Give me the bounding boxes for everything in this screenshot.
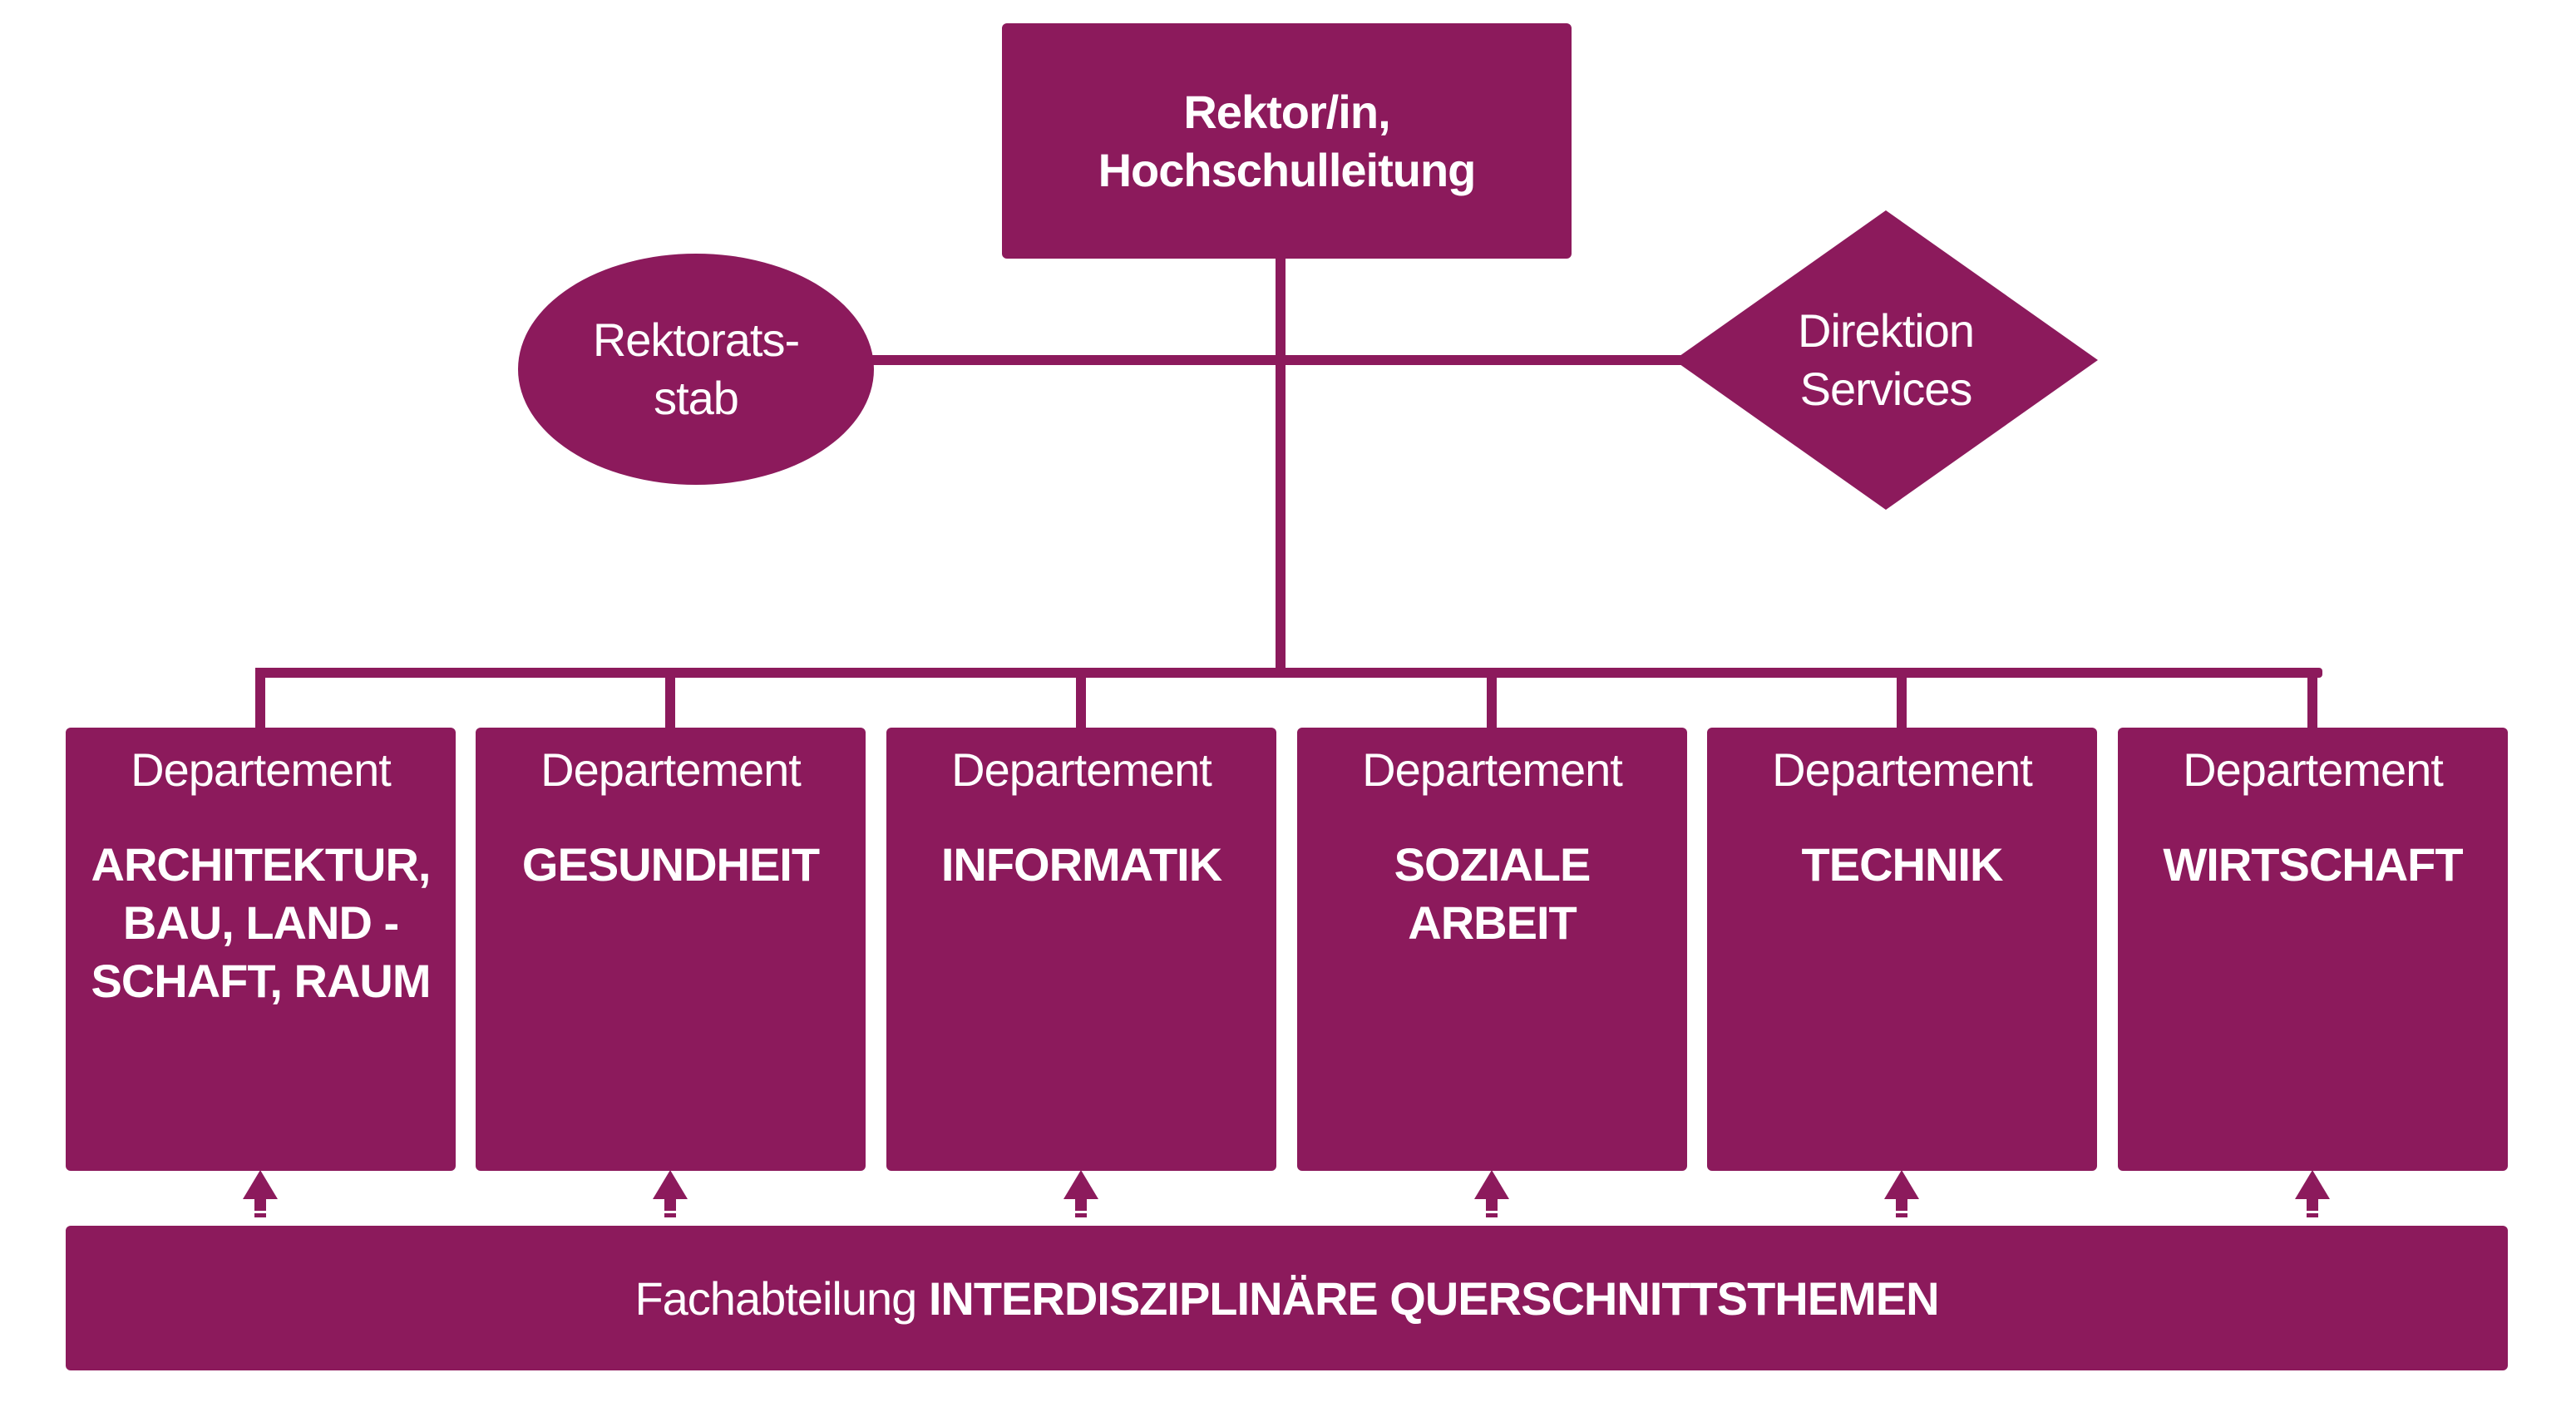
arrow-dash — [1896, 1213, 1907, 1217]
dept-box-informatik: Departement INFORMATIK — [886, 728, 1276, 1171]
connector-stub-3 — [1076, 668, 1086, 729]
dept-title: SOZIALE ARBEIT — [1394, 838, 1591, 949]
arrow-dash — [1075, 1213, 1087, 1217]
arrow-head-icon — [2295, 1170, 2330, 1199]
dept-prefix: Departement — [951, 743, 1212, 796]
dept-title: GESUNDHEIT — [521, 838, 820, 891]
arrow-head-icon — [243, 1170, 278, 1199]
dept-title: INFORMATIK — [940, 838, 1222, 891]
node-rektoratsstab-ellipse: Rektorats- stab — [518, 254, 874, 485]
dept-prefix: Departement — [540, 743, 802, 796]
connector-departments-horizontal — [255, 668, 2322, 678]
dept-box-architektur-bau-landschaft-raum: Departement ARCHITEKTUR, BAU, LAND - SCH… — [66, 728, 456, 1171]
bar-prefix: Fachabteilung — [634, 1271, 929, 1325]
dept-box-gesundheit: Departement GESUNDHEIT — [476, 728, 866, 1171]
arrow-stem — [254, 1197, 266, 1211]
node-rektor-hochschulleitung: Rektor/in, Hochschulleitung — [1002, 23, 1572, 259]
connector-stub-5 — [1897, 668, 1907, 729]
arrow-dash — [1486, 1213, 1498, 1217]
arrow-dash — [254, 1213, 266, 1217]
arrow-head-icon — [1474, 1170, 1509, 1199]
connector-stub-1 — [255, 668, 265, 729]
dept-title: ARCHITEKTUR, BAU, LAND - SCHAFT, RAUM — [91, 838, 432, 1007]
node-rektoratsstab-label: Rektorats- stab — [592, 314, 800, 424]
connector-stub-4 — [1487, 668, 1497, 729]
dept-box-technik: Departement TECHNIK — [1707, 728, 2097, 1171]
arrow-stem — [1896, 1197, 1907, 1211]
dept-box-soziale-arbeit: Departement SOZIALE ARBEIT — [1297, 728, 1687, 1171]
arrow-stem — [1486, 1197, 1498, 1211]
arrow-stem — [2307, 1197, 2318, 1211]
arrow-head-icon — [1063, 1170, 1098, 1199]
arrow-stem — [1075, 1197, 1087, 1211]
arrow-dash — [664, 1213, 676, 1217]
dept-prefix: Departement — [131, 743, 392, 796]
arrow-head-icon — [1884, 1170, 1919, 1199]
node-rektor-label: Rektor/in, Hochschulleitung — [1098, 85, 1477, 196]
connector-staff-services — [696, 355, 1886, 365]
dept-prefix: Departement — [1772, 743, 2033, 796]
connector-stub-6 — [2307, 668, 2317, 729]
dept-prefix: Departement — [2183, 743, 2444, 796]
dept-title: WIRTSCHAFT — [2163, 838, 2463, 891]
dept-title: TECHNIK — [1801, 838, 2004, 891]
arrow-dash — [2307, 1213, 2318, 1217]
bar-fachabteilung-label: Fachabteilung INTERDISZIPLINÄRE QUERSCHN… — [634, 1271, 1940, 1326]
bar-fachabteilung: Fachabteilung INTERDISZIPLINÄRE QUERSCHN… — [66, 1226, 2508, 1370]
node-direktion-services-diamond: Direktion Services — [1674, 210, 2098, 510]
node-direktion-services-label: Direktion Services — [1798, 304, 1975, 415]
dept-prefix: Departement — [1362, 743, 1623, 796]
dept-box-wirtschaft: Departement WIRTSCHAFT — [2118, 728, 2508, 1171]
arrow-head-icon — [653, 1170, 688, 1199]
bar-title: INTERDISZIPLINÄRE QUERSCHNITTSTHEMEN — [928, 1271, 1940, 1325]
connector-stub-2 — [665, 668, 675, 729]
arrow-stem — [664, 1197, 676, 1211]
connector-root-vertical — [1276, 254, 1286, 678]
